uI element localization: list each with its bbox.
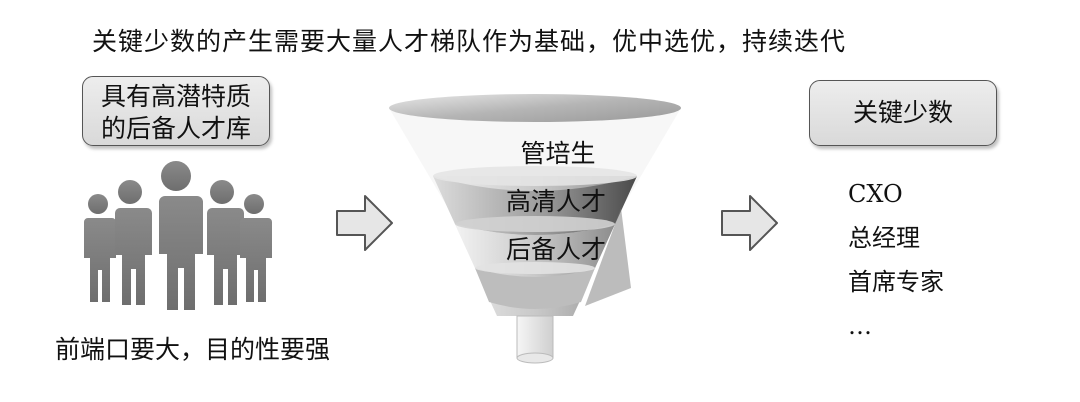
talent-pool-caption: 前端口要大，目的性要强 xyxy=(55,335,331,364)
talent-pool-box: 具有高潜特质 的后备人才库 xyxy=(82,76,270,146)
list-item: CXO xyxy=(848,180,903,208)
funnel-level-reserve: 后备人才 xyxy=(505,235,607,264)
right-arrow-icon xyxy=(721,195,778,251)
diagram-headline: 关键少数的产生需要大量人才梯队作为基础，优中选优，持续迭代 xyxy=(92,27,847,56)
funnel-icon xyxy=(389,94,681,364)
talent-pool-line-1: 具有高潜特质 xyxy=(100,82,251,111)
funnel-level-trainee: 管培生 xyxy=(520,139,596,168)
list-item: … xyxy=(848,312,872,340)
funnel-level-high-potential: 高清人才 xyxy=(505,187,607,216)
list-item: 首席专家 xyxy=(848,268,944,296)
talent-pool-line-2: 的后备人才库 xyxy=(100,114,251,143)
people-group-icon xyxy=(84,161,272,310)
key-few-box: 关键少数 xyxy=(809,80,997,146)
right-arrow-icon xyxy=(336,195,393,251)
list-item: 总经理 xyxy=(848,224,920,252)
key-roles-list: CXO 总经理 首席专家 … xyxy=(848,172,944,348)
